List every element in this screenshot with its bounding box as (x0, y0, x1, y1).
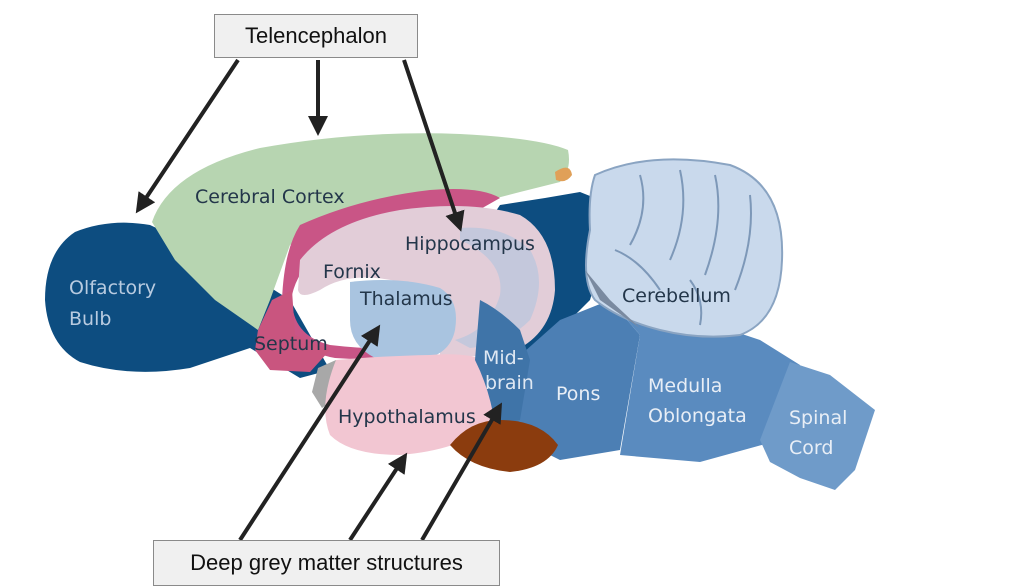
label-midbrain-line2: brain (485, 372, 534, 394)
label-spinal-cord-line1: Spinal (789, 407, 847, 429)
callout-deep-grey-matter: Deep grey matter structures (153, 540, 500, 586)
label-thalamus: Thalamus (359, 288, 453, 310)
label-medulla-line1: Medulla (648, 375, 722, 397)
label-spinal-cord-line2: Cord (789, 437, 833, 459)
callout-telencephalon: Telencephalon (214, 14, 418, 58)
label-olfactory-bulb-line2: Bulb (69, 308, 111, 330)
arrow-to-hypothalamus (350, 456, 405, 540)
label-midbrain-line1: Mid- (483, 347, 524, 369)
label-hypothalamus: Hypothalamus (338, 406, 476, 428)
label-fornix: Fornix (323, 261, 381, 283)
label-cerebellum: Cerebellum (622, 285, 731, 307)
label-cerebral-cortex: Cerebral Cortex (195, 186, 345, 208)
label-pons: Pons (556, 383, 600, 405)
label-medulla-line2: Oblongata (648, 405, 747, 427)
label-septum: Septum (254, 333, 328, 355)
label-hippocampus: Hippocampus (405, 233, 535, 255)
label-olfactory-bulb-line1: Olfactory (69, 277, 156, 299)
